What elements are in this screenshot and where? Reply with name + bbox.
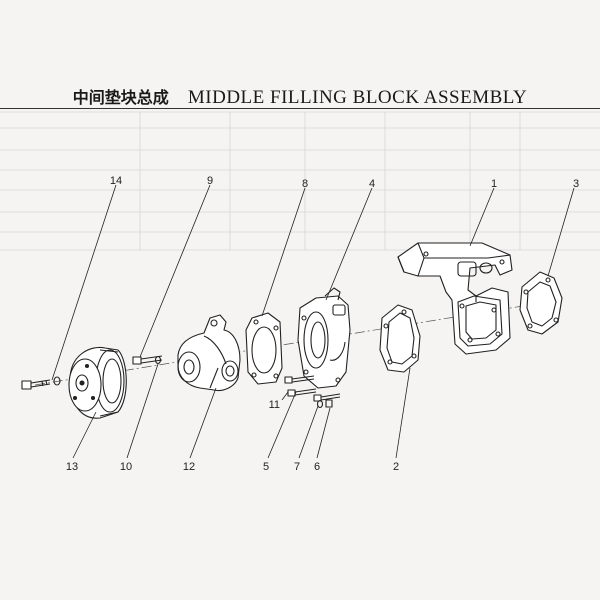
callout-10: 10 [120,461,132,473]
callout-6: 6 [314,461,320,473]
bleed-through-table [0,111,600,251]
callout-3: 3 [573,178,579,190]
washer-part-7 [316,399,324,409]
callout-1: 1 [491,178,497,190]
callout-12: 12 [183,461,195,473]
housing-part-4 [297,287,351,389]
washer-part-14 [53,376,61,386]
callout-14: 14 [110,175,122,187]
callout-9: 9 [207,175,213,187]
callout-11: 11 [269,399,280,411]
bolt-part-9 [132,355,163,365]
callout-4: 4 [369,178,375,190]
leader-lines [51,184,575,459]
title-rule [0,108,600,109]
pulley-part-13 [68,346,127,419]
bolt-part-14 [21,379,51,390]
callout-13: 13 [66,461,78,473]
stud-part-11 [284,375,317,397]
title-chinese: 中间垫块总成 [72,88,169,107]
callout-2: 2 [393,461,399,473]
bearing-housing-part-12 [177,314,241,392]
callout-8: 8 [302,178,308,190]
title-english: MIDDLE FILLING BLOCK ASSEMBLY [187,87,528,108]
gasket-part-8 [245,312,283,385]
assembly-axis [34,299,561,386]
page-title: 中间垫块总成 MIDDLE FILLING BLOCK ASSEMBLY [0,84,600,109]
callout-5: 5 [263,461,269,473]
washer-part-10 [154,355,162,365]
callout-7: 7 [294,461,300,473]
nut-part-6 [325,399,333,408]
bolt-part-5 [313,393,341,402]
gasket-part-2 [379,304,421,373]
gasket-part-3 [519,271,563,335]
filling-block-part-1 [397,242,513,355]
